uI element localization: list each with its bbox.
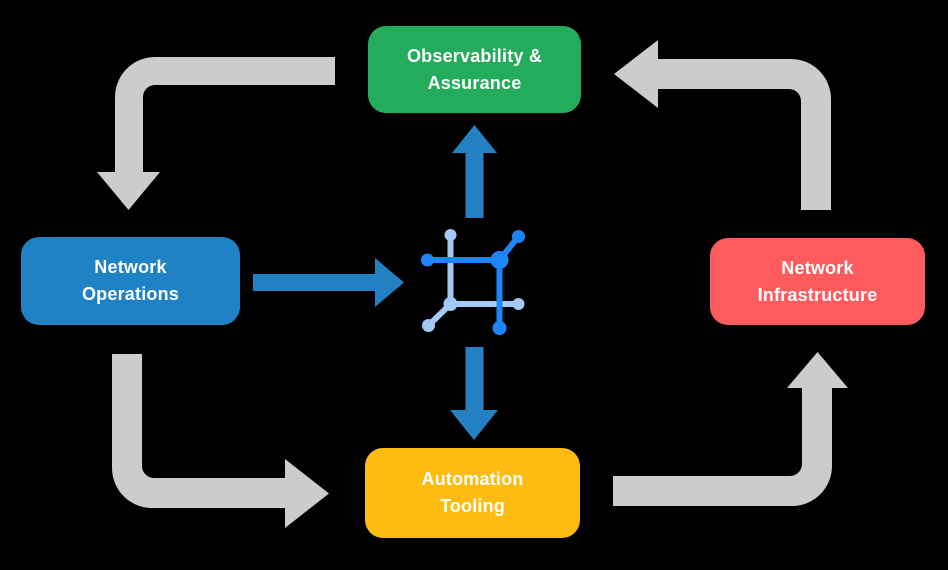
node-network-operations: Network Operations xyxy=(21,237,240,325)
node-observability-label: Observability & Assurance xyxy=(406,45,543,93)
icon-node xyxy=(512,298,525,310)
icon-node xyxy=(490,251,509,269)
node-infrastructure-label: Network Infrastructure xyxy=(757,257,878,305)
node-observability-assurance: Observability & Assurance xyxy=(368,26,581,113)
icon-node xyxy=(421,253,434,267)
icon-node xyxy=(444,229,457,241)
arrow-icon-to-automation xyxy=(450,347,498,440)
arrow-operations-to-icon xyxy=(253,258,404,307)
node-automation-label: Automation Tooling xyxy=(421,469,524,516)
arrow-operations-to-automation xyxy=(112,354,329,528)
arrow-infrastructure-to-observability xyxy=(614,40,831,210)
arrow-observability-to-operations xyxy=(97,57,335,210)
icon-node xyxy=(422,319,435,332)
node-network-infrastructure: Network Infrastructure xyxy=(710,238,925,325)
node-automation-tooling: Automation Tooling xyxy=(365,448,580,538)
arrow-icon-to-observability xyxy=(452,125,497,218)
node-operations-label: Network Operations xyxy=(81,257,180,304)
icon-node xyxy=(492,321,507,335)
icon-node xyxy=(443,297,458,311)
network-mesh-icon xyxy=(421,229,525,335)
arrow-automation-to-infrastructure xyxy=(613,352,848,506)
icon-node xyxy=(512,230,525,243)
